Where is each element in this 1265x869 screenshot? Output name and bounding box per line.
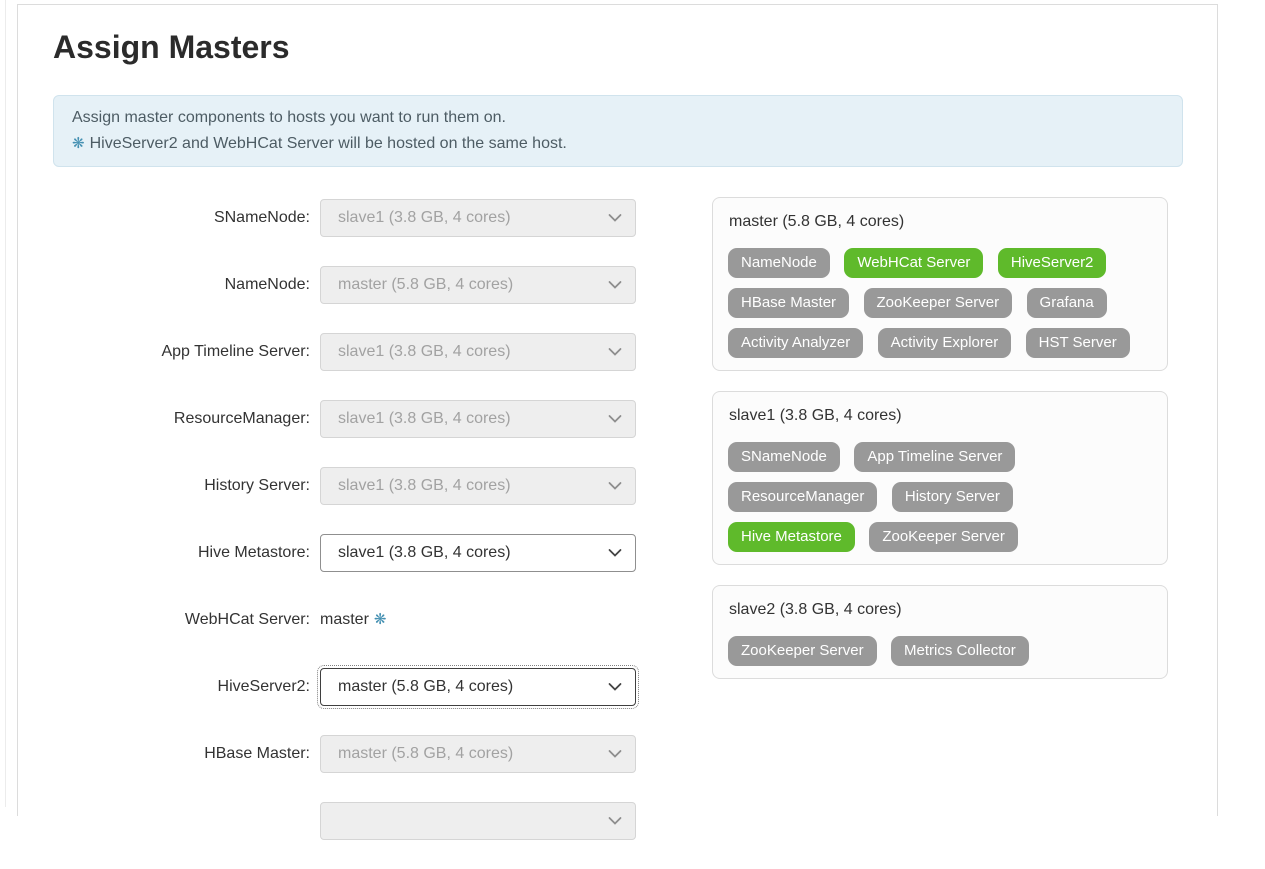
host-select-resourcemanager: slave1 (3.8 GB, 4 cores) [320,400,636,438]
host-select-unlabeled [320,802,636,840]
component-badge-activity-explorer: Activity Explorer [877,328,1012,358]
assign-masters-form: SNameNode: slave1 (3.8 GB, 4 cores) Name… [18,199,683,869]
host-card-slave1: slave1 (3.8 GB, 4 cores) SNameNode App T… [712,391,1168,565]
colocation-asterisk-icon: ❋ [373,611,387,628]
chevron-down-icon [608,817,622,826]
selected-host-value: slave1 (3.8 GB, 4 cores) [338,410,511,427]
assignment-row-hive-metastore: Hive Metastore: slave1 (3.8 GB, 4 cores) [18,534,683,572]
assigned-host-value: master [320,611,369,628]
host-select-namenode: master (5.8 GB, 4 cores) [320,266,636,304]
chevron-down-icon [608,482,622,491]
chevron-down-icon [608,281,622,290]
assignment-row-history-server: History Server: slave1 (3.8 GB, 4 cores) [18,467,683,505]
chevron-down-icon [608,214,622,223]
chevron-down-icon [608,415,622,424]
assignment-row-namenode: NameNode: master (5.8 GB, 4 cores) [18,266,683,304]
assigned-host-text: master ❋ [320,601,386,639]
chevron-down-icon [608,549,622,558]
host-title: master (5.8 GB, 4 cores) [729,213,905,230]
selected-host-value: master (5.8 GB, 4 cores) [338,678,514,695]
component-label: NameNode: [224,276,310,293]
component-label: ResourceManager: [173,410,310,427]
host-card-slave2: slave2 (3.8 GB, 4 cores) ZooKeeper Serve… [712,585,1168,679]
assignment-row-hiveserver2: HiveServer2: master (5.8 GB, 4 cores) [18,665,683,709]
component-label: History Server: [204,477,310,494]
component-badge-zookeeper-server: ZooKeeper Server [869,522,1018,552]
host-title: slave1 (3.8 GB, 4 cores) [729,407,902,424]
component-label: SNameNode: [213,209,310,226]
component-badge-zookeeper-server: ZooKeeper Server [728,636,877,666]
colocation-asterisk-icon: ❋ [72,135,85,152]
selected-host-value: slave1 (3.8 GB, 4 cores) [338,477,511,494]
component-badge-history-server: History Server [891,482,1013,512]
component-badge-metrics-collector: Metrics Collector [891,636,1029,666]
component-badge-hst-server: HST Server [1025,328,1130,358]
component-label: WebHCat Server: [184,611,310,628]
component-badge-app-timeline-server: App Timeline Server [854,442,1016,472]
component-label: HiveServer2: [217,678,310,695]
wizard-content-panel: Assign Masters Assign master components … [17,4,1218,840]
assignment-row-unlabeled [18,802,683,840]
assignment-row-app-timeline-server: App Timeline Server: slave1 (3.8 GB, 4 c… [18,333,683,371]
component-badge-hive-metastore: Hive Metastore [728,522,855,552]
component-badge-namenode: NameNode [728,248,830,278]
info-line-2: ❋HiveServer2 and WebHCat Server will be … [72,131,1164,157]
assignment-row-snamenode: SNameNode: slave1 (3.8 GB, 4 cores) [18,199,683,237]
selected-host-value: slave1 (3.8 GB, 4 cores) [338,209,511,226]
chevron-down-icon [608,750,622,759]
info-line-2-text: HiveServer2 and WebHCat Server will be h… [89,135,567,152]
selected-host-value: master (5.8 GB, 4 cores) [338,276,514,293]
host-title: slave2 (3.8 GB, 4 cores) [729,601,902,618]
info-line-1: Assign master components to hosts you wa… [72,109,506,126]
page-title: Assign Masters [53,29,290,65]
host-select-app-timeline-server: slave1 (3.8 GB, 4 cores) [320,333,636,371]
host-component-badges: ZooKeeper Server Metrics Collector [728,636,1152,676]
chevron-down-icon [608,683,622,692]
component-badge-webhcat-server: WebHCat Server [844,248,984,278]
component-badge-grafana: Grafana [1026,288,1107,318]
component-badge-snamenode: SNameNode [728,442,840,472]
assignment-row-webhcat-server: WebHCat Server: master ❋ [18,601,683,639]
hosts-preview-column: master (5.8 GB, 4 cores) NameNode WebHCa… [712,197,1168,699]
selected-host-value: master (5.8 GB, 4 cores) [338,745,514,762]
component-label: Hive Metastore: [197,544,310,561]
info-alert: Assign master components to hosts you wa… [53,95,1183,167]
component-badge-hbase-master: HBase Master [728,288,850,318]
host-select-hiveserver2[interactable]: master (5.8 GB, 4 cores) [317,665,639,709]
host-card-master: master (5.8 GB, 4 cores) NameNode WebHCa… [712,197,1168,371]
component-badge-zookeeper-server: ZooKeeper Server [863,288,1013,318]
host-select-hbase-master: master (5.8 GB, 4 cores) [320,735,636,773]
component-badge-hiveserver2: HiveServer2 [997,248,1107,278]
assignment-row-resourcemanager: ResourceManager: slave1 (3.8 GB, 4 cores… [18,400,683,438]
host-select-snamenode: slave1 (3.8 GB, 4 cores) [320,199,636,237]
host-component-badges: NameNode WebHCat Server HiveServer2 HBas… [728,248,1152,368]
assignment-row-hbase-master: HBase Master: master (5.8 GB, 4 cores) [18,735,683,773]
host-select-hive-metastore[interactable]: slave1 (3.8 GB, 4 cores) [320,534,636,572]
component-label: HBase Master: [204,745,310,762]
host-select-history-server: slave1 (3.8 GB, 4 cores) [320,467,636,505]
component-badge-activity-analyzer: Activity Analyzer [728,328,864,358]
selected-host-value: slave1 (3.8 GB, 4 cores) [338,343,511,360]
selected-host-value: slave1 (3.8 GB, 4 cores) [338,544,511,561]
host-component-badges: SNameNode App Timeline Server ResourceMa… [728,442,1152,562]
component-label: App Timeline Server: [161,343,310,360]
component-badge-resourcemanager: ResourceManager [728,482,878,512]
chevron-down-icon [608,348,622,357]
component-label [18,802,310,840]
modal-left-edge [5,0,6,807]
